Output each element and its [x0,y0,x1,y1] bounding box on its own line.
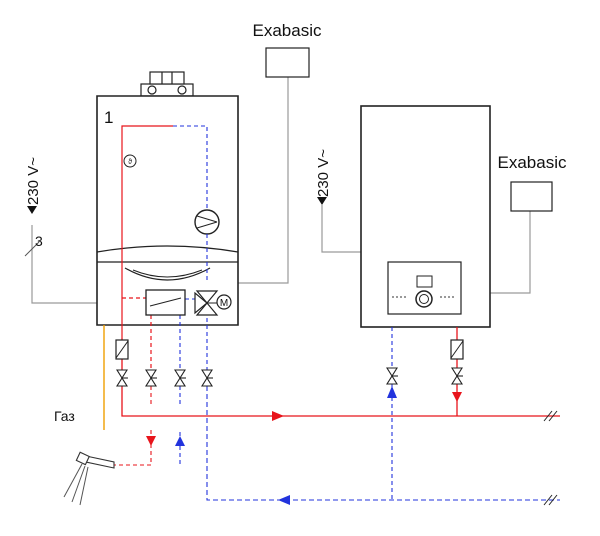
filter-icon [115,339,129,360]
exabasic-controller-right [510,181,553,212]
cold-return-main [206,370,560,501]
boiler-2 [360,105,491,328]
boiler-2-screen [416,275,433,288]
boiler-1-internal-hot [121,125,173,370]
ball-valve-icon [174,369,186,387]
hot-flow-main [121,338,560,417]
mains-arrow-right [317,197,327,205]
exabasic-controller-top [265,47,310,78]
boiler-1-display-arc [124,267,211,281]
boiler-number-label: 1 [104,108,113,127]
flow-arrow-cold-in [175,436,185,446]
svg-text:M: M [220,298,228,309]
wire-boiler2-exabasic [490,211,531,294]
wire-mains-right [321,205,361,253]
wire-count-label: 3 [35,233,43,249]
flow-arrow-hot-main [272,411,284,421]
flow-arrow-dhw [146,436,156,446]
exabasic-label-top: Exabasic [253,21,322,40]
ball-valve-icon [201,369,213,387]
boiler-1-panel-top [96,245,239,253]
heat-exchanger [145,289,186,316]
three-way-valve-icon: M [194,290,232,316]
exabasic-label-right: Exabasic [498,153,567,172]
ball-valve-icon [386,367,398,385]
flow-arrow-boiler2-return [387,386,397,398]
wire-boiler1-exabasic [238,77,289,284]
shower-head-icon [63,451,115,506]
wire-mains-left [31,225,97,304]
svg-text:ϑ: ϑ [128,159,132,166]
dhw-hot-pipe [114,430,152,466]
flow-arrow-boiler2-flow [452,392,462,402]
boiler-1: 1 ϑ [96,71,239,370]
pipe-break-marks [543,410,558,506]
pump-icon [194,209,220,235]
flow-arrow-cold-main [278,495,290,505]
gas-label: Газ [54,408,75,424]
flue-adapter [140,71,194,97]
boiler-1-display-arc-inner [132,269,203,278]
ball-valve-icon [116,369,128,387]
voltage-label-right: 230 V~ [315,149,332,197]
temperature-sensor-icon: ϑ [123,154,137,168]
wire-count-slash [24,241,40,257]
ball-valve-icon [145,369,157,387]
filter-icon [450,339,464,360]
boiler-1-casing [96,95,239,326]
ball-valve-icon [451,367,463,385]
voltage-label-left: 230 V~ [25,157,42,205]
mains-arrow-left [27,206,37,214]
electric-wiring [31,77,531,304]
